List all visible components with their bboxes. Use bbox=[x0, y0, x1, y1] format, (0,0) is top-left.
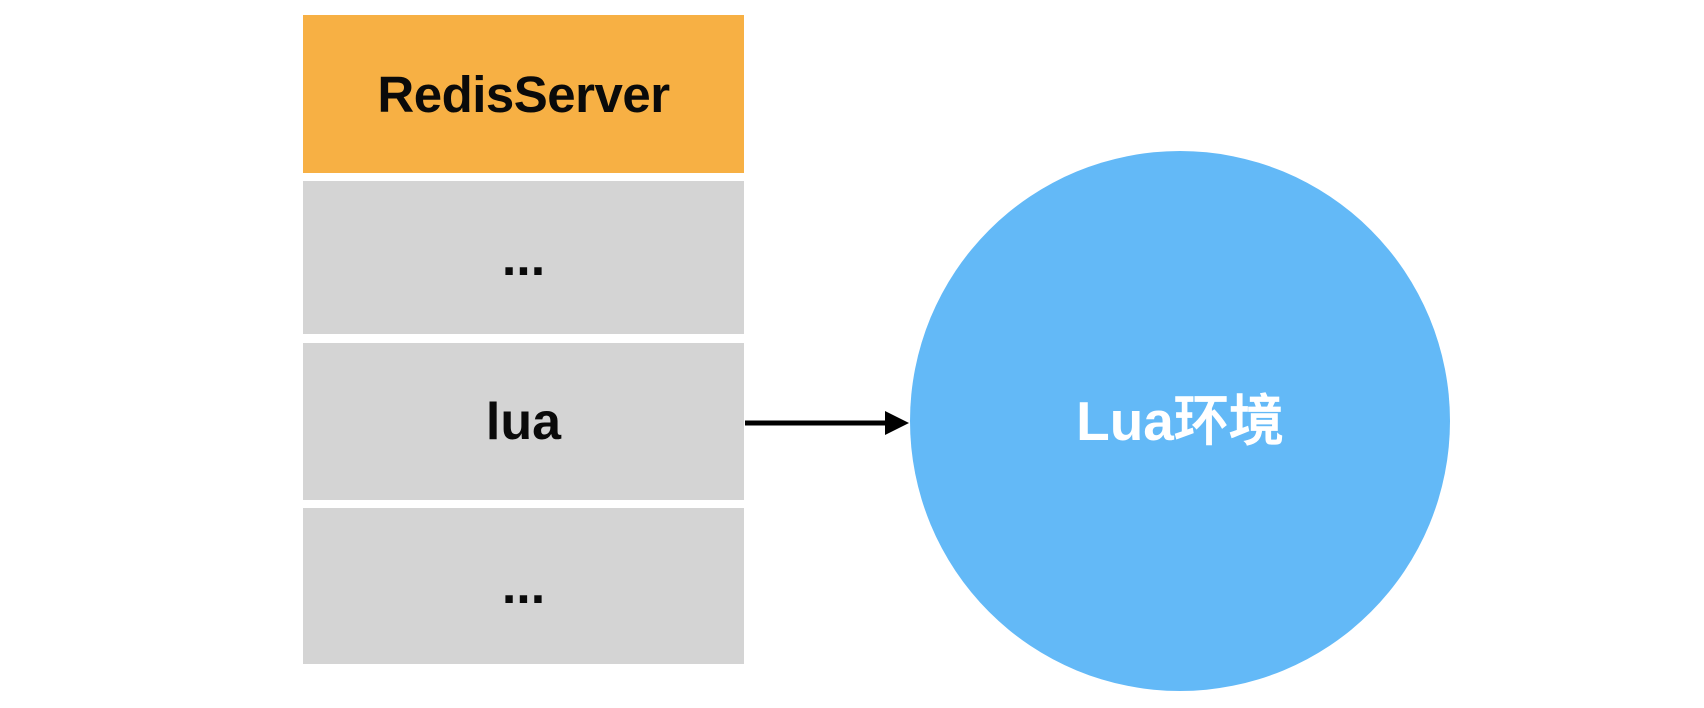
table-header-redis-server: RedisServer bbox=[303, 15, 744, 173]
lua-environment-circle: Lua环境 bbox=[910, 151, 1450, 691]
table-row-ellipsis-bottom: ... bbox=[303, 508, 744, 664]
table-row-ellipsis-top: ... bbox=[303, 181, 744, 334]
right-arrow-icon bbox=[745, 411, 909, 435]
lua-environment-label: Lua环境 bbox=[1076, 389, 1284, 452]
redis-server-table: RedisServer ... lua ... bbox=[303, 15, 744, 664]
table-row-lua: lua bbox=[303, 343, 744, 500]
